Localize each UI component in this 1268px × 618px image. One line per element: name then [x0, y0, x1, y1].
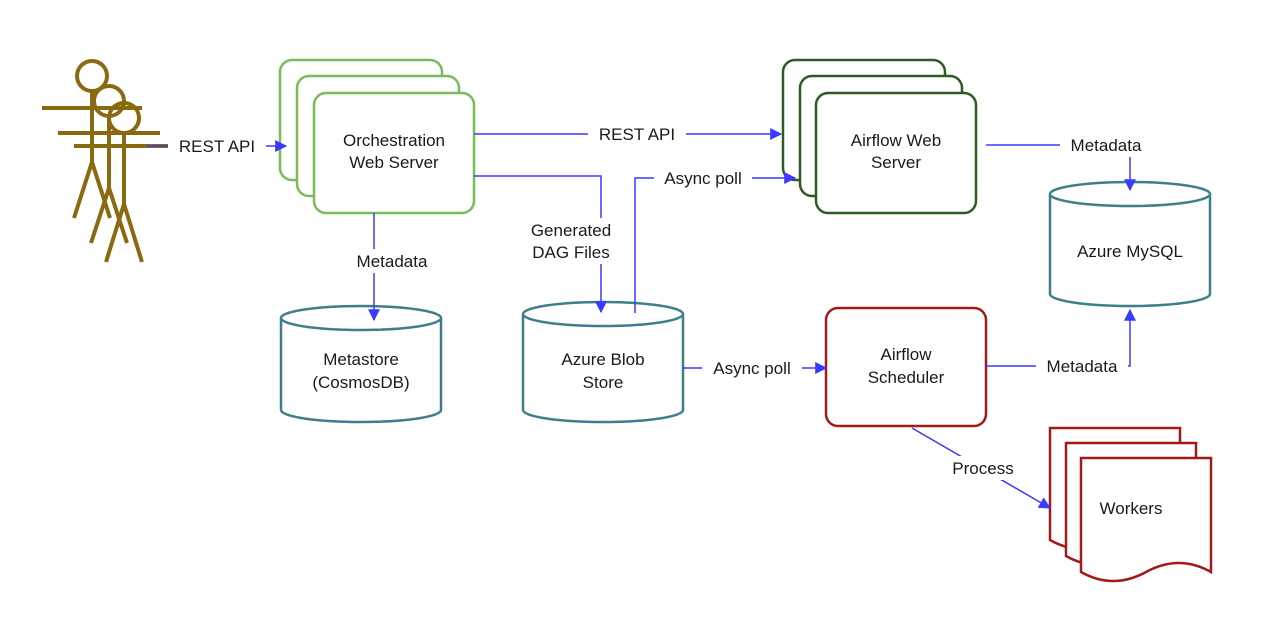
scheduler-label-line1: Airflow: [880, 345, 932, 364]
blob-store-label-line1: Azure Blob: [561, 350, 644, 369]
edge-label-user-rest-api: REST API: [179, 137, 255, 156]
edge-label-generated-line1: Generated: [531, 221, 611, 240]
metastore-label-line1: Metastore: [323, 350, 399, 369]
edge-label-metadata-orch: Metadata: [357, 252, 428, 271]
edge-label-process: Process: [952, 459, 1013, 478]
actor-figure-1: [42, 59, 142, 219]
blob-store-label-line2: Store: [583, 373, 624, 392]
edge-blob-to-airflow-web: [634, 172, 797, 313]
edge-label-orch-rest-api: REST API: [599, 125, 675, 144]
orchestration-label-line1: Orchestration: [343, 131, 445, 150]
edge-scheduler-to-mysql: [986, 308, 1136, 367]
user-actors-icon: [42, 59, 176, 263]
orchestration-web-server-node: [278, 58, 476, 215]
scheduler-label-line2: Scheduler: [868, 368, 945, 387]
edge-orchestration-to-blob: [474, 175, 607, 314]
airflow-scheduler-node: [824, 306, 988, 428]
mysql-label: Azure MySQL: [1077, 242, 1183, 261]
edge-label-metadata-top: Metadata: [1071, 136, 1142, 155]
metastore-label-line2: (CosmosDB): [312, 373, 409, 392]
mysql-cylinder: [1048, 180, 1212, 308]
airflow-web-label-line1: Airflow Web: [851, 131, 941, 150]
airflow-web-server-node: [781, 58, 978, 215]
edge-label-async-poll-top: Async poll: [664, 169, 741, 188]
orchestration-label-line2: Web Server: [349, 153, 439, 172]
blob-store-cylinder: [521, 300, 685, 424]
airflow-web-label-line2: Server: [871, 153, 921, 172]
edge-label-async-poll-bottom: Async poll: [713, 359, 790, 378]
edge-label-generated-line2: DAG Files: [532, 243, 609, 262]
workers-label: Workers: [1100, 499, 1163, 518]
edge-label-metadata-scheduler: Metadata: [1047, 357, 1118, 376]
metastore-cylinder: [279, 304, 443, 424]
workers-node: [1048, 426, 1213, 583]
